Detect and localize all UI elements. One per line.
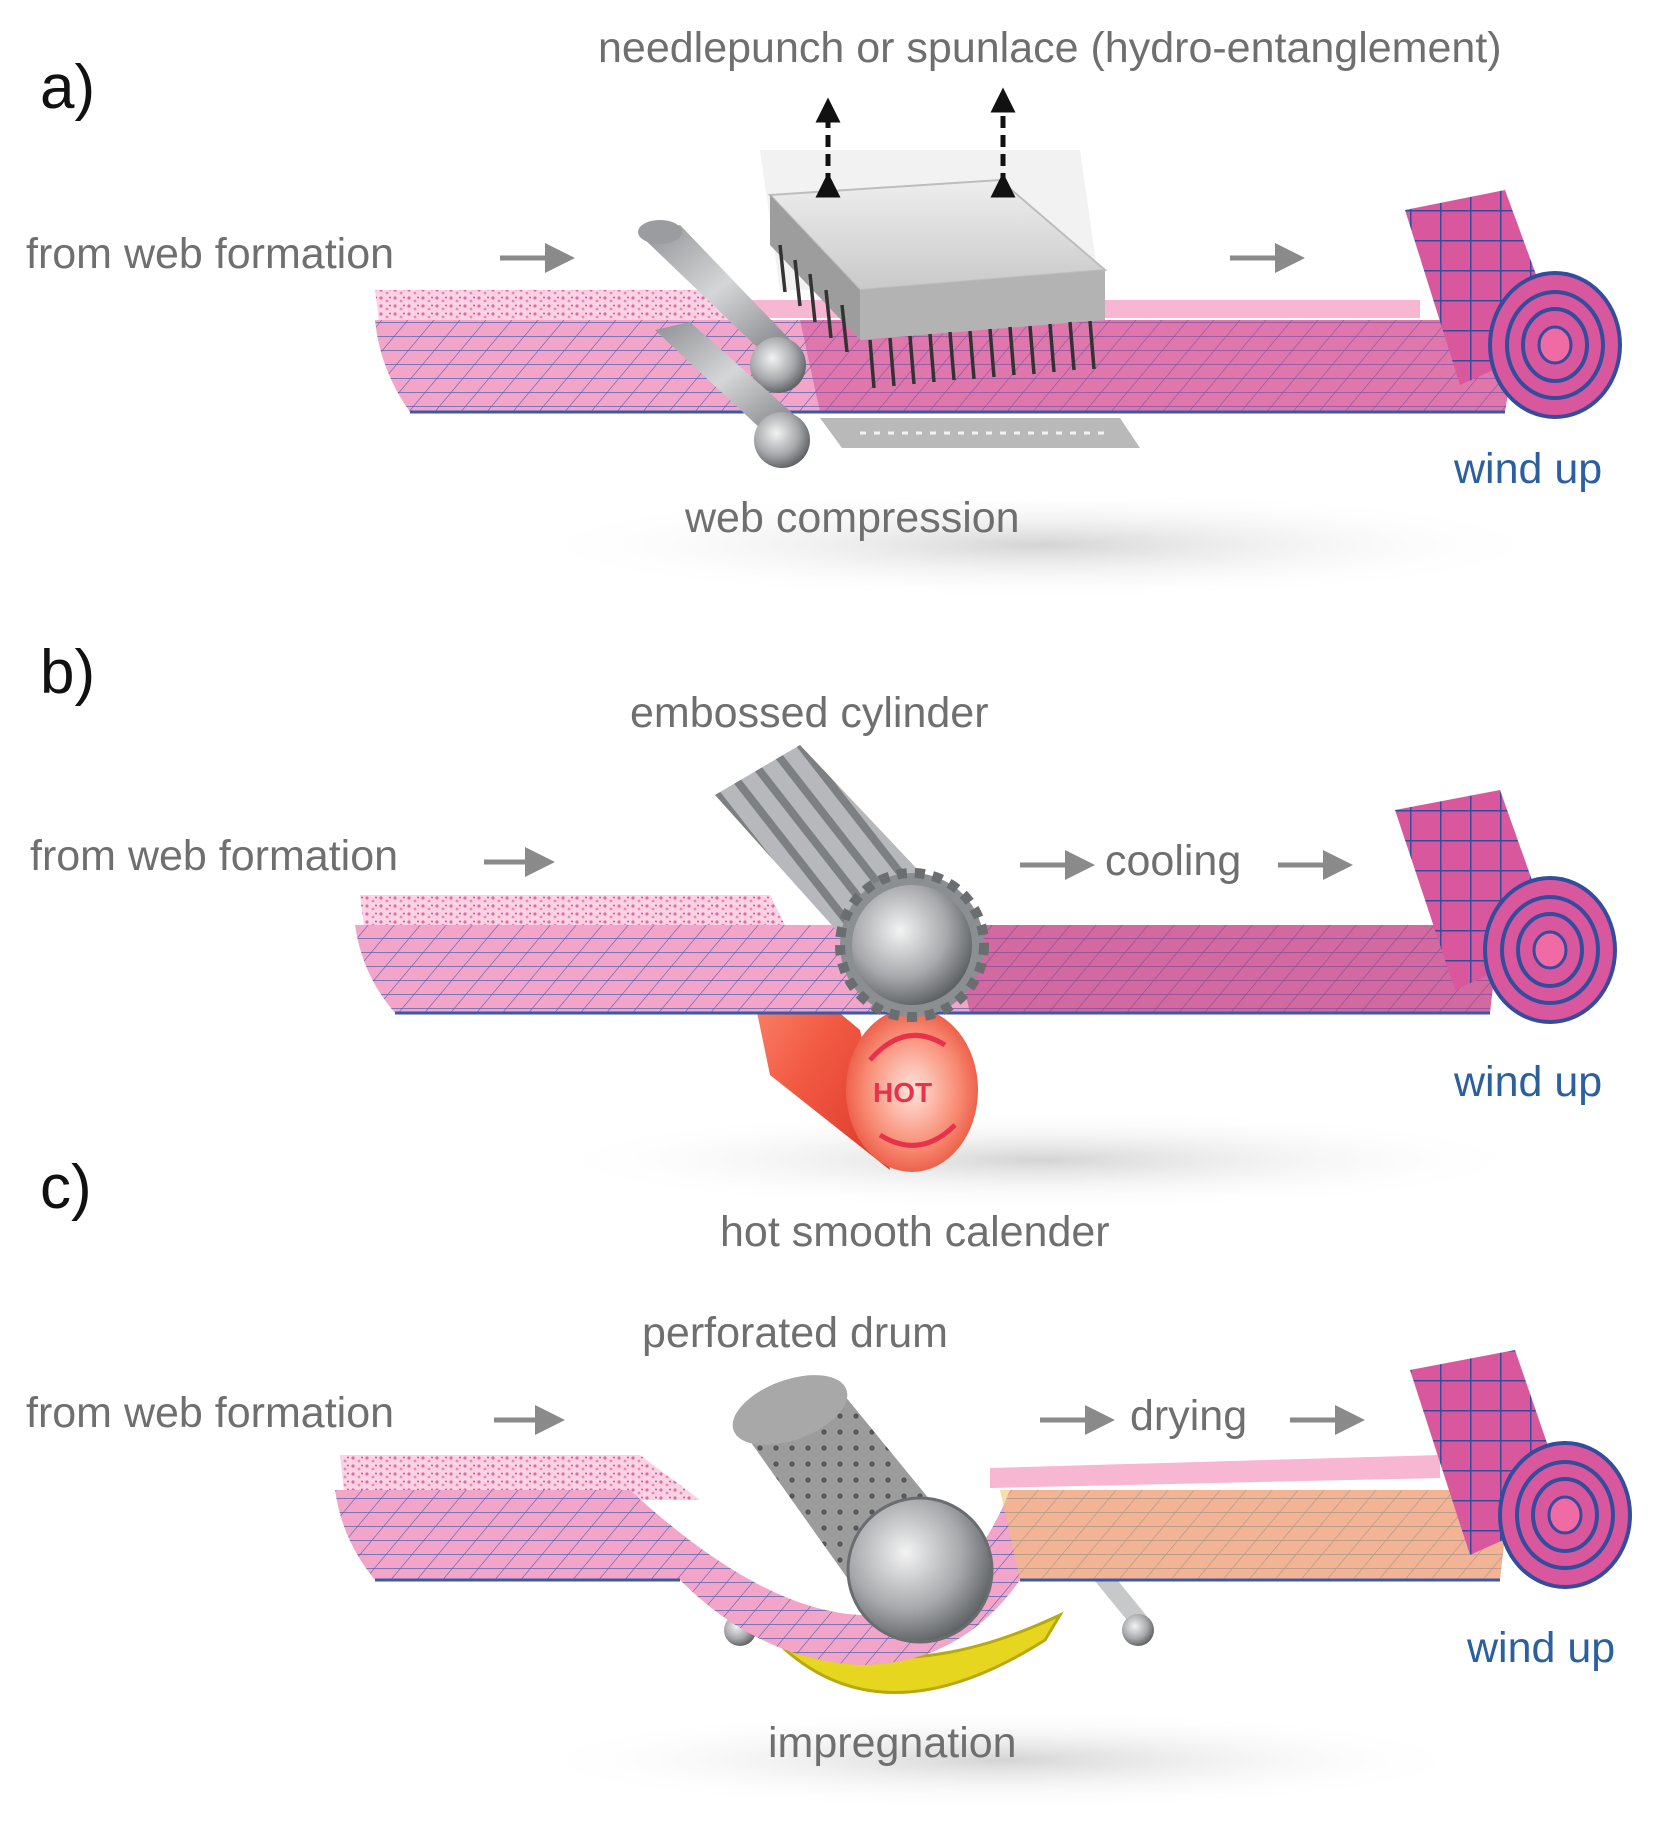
needle-board bbox=[760, 87, 1108, 389]
rotation-arrow-bottom bbox=[878, 1123, 957, 1148]
perforated-drum-label: perforated drum bbox=[642, 1309, 948, 1357]
needle-board-side bbox=[770, 195, 860, 340]
drum-end bbox=[846, 1496, 994, 1644]
floor-shadow bbox=[540, 1110, 1540, 1210]
panel-b-letter: b) bbox=[40, 638, 95, 707]
wind-up-label: wind up bbox=[1453, 1058, 1602, 1106]
fabric-bonded-zone bbox=[800, 320, 1520, 412]
hot-calender-label: hot smooth calender bbox=[720, 1208, 1110, 1256]
fabric-grid bbox=[375, 320, 1520, 412]
floor-shadow bbox=[520, 490, 1560, 600]
fabric-bonded-zone bbox=[950, 925, 1500, 1013]
drum-body-shade bbox=[732, 1375, 848, 1445]
input-label: from web formation bbox=[26, 230, 394, 278]
lower-roller-end bbox=[754, 412, 810, 468]
wind-up-roll bbox=[1410, 1350, 1632, 1589]
upper-roller-body bbox=[640, 225, 800, 350]
hot-badge: HOT bbox=[873, 1077, 932, 1108]
web-compression-label: web compression bbox=[684, 494, 1020, 542]
embossed-cylinder-label: embossed cylinder bbox=[630, 689, 989, 737]
input-label: from web formation bbox=[30, 832, 398, 880]
wind-up-label: wind up bbox=[1466, 1624, 1615, 1672]
panel-a-letter: a) bbox=[40, 53, 95, 122]
fabric-impregnated-zone bbox=[1000, 1490, 1510, 1580]
wind-up-label: wind up bbox=[1453, 445, 1602, 493]
upper-roller-shaft bbox=[638, 220, 682, 244]
roll-core bbox=[1532, 930, 1568, 970]
drying-label: drying bbox=[1130, 1392, 1247, 1440]
support-plate bbox=[820, 418, 1140, 448]
needlepunch-label: needlepunch or spunlace (hydro-entanglem… bbox=[598, 24, 1502, 72]
wind-up-roll bbox=[1395, 790, 1617, 1024]
panel-b: b) embossed cylinder from web formation … bbox=[30, 638, 1617, 1256]
rotation-arrow-top bbox=[868, 1032, 947, 1062]
wind-up-roll bbox=[1405, 190, 1622, 419]
panel-a: a) needlepunch or spunlace (hydro-entang… bbox=[26, 24, 1622, 600]
compression-rollers bbox=[638, 220, 810, 468]
roll-core bbox=[1547, 1495, 1583, 1535]
emboss-end bbox=[852, 885, 972, 1005]
fiber-web bbox=[340, 1455, 700, 1500]
input-label: from web formation bbox=[26, 1389, 394, 1437]
needles bbox=[778, 244, 1096, 389]
fiber-web-far bbox=[990, 1455, 1440, 1488]
needle-board-front bbox=[860, 270, 1105, 340]
panel-c-letter: c) bbox=[40, 1153, 92, 1222]
roll-core bbox=[1537, 325, 1573, 365]
lower-roller-body bbox=[655, 322, 800, 430]
embossed-cylinder bbox=[715, 745, 989, 1022]
perforated-drum bbox=[732, 1375, 994, 1644]
floor-shadow bbox=[520, 1710, 1480, 1810]
impregnation-label: impregnation bbox=[768, 1719, 1017, 1767]
cooling-label: cooling bbox=[1105, 837, 1241, 885]
panel-c: c) perforated drum from web formation dr… bbox=[26, 1153, 1632, 1810]
upper-roller-end bbox=[750, 337, 806, 393]
